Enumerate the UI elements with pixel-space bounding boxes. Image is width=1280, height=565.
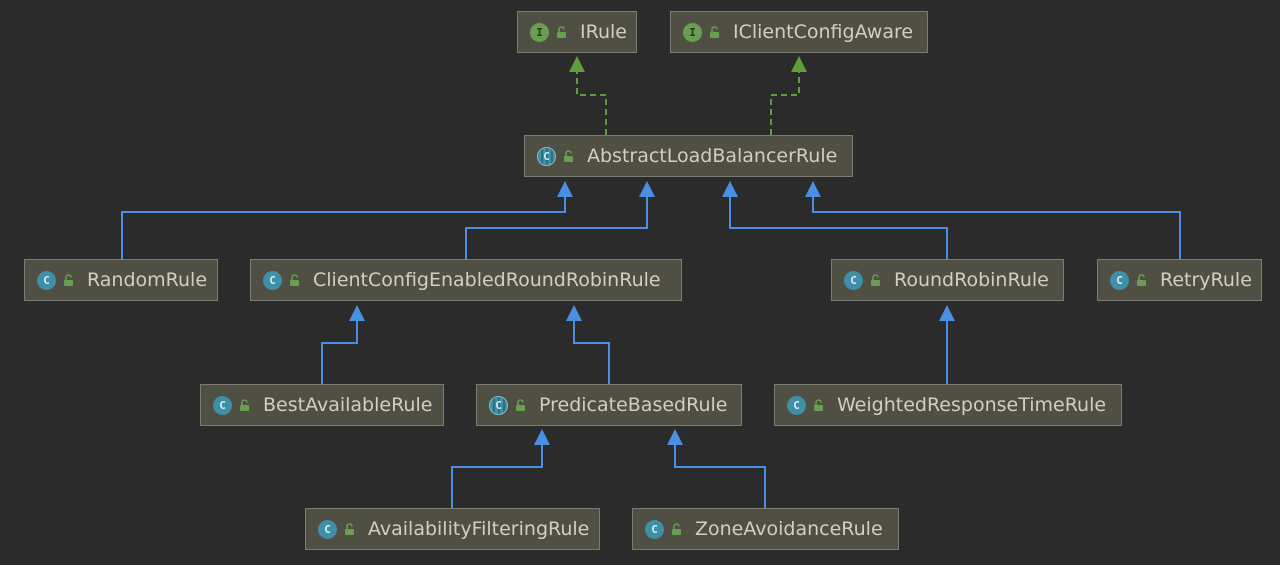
class-icon: C [645, 519, 664, 539]
public-visibility-icon [1135, 273, 1149, 287]
node-predicatebasedrule[interactable]: C PredicateBasedRule [476, 384, 742, 426]
node-roundrobinrule[interactable]: C RoundRobinRule [831, 259, 1064, 301]
arrowhead-abstractloadbalancerrule-to-irule [569, 56, 585, 72]
abstract-class-icon: C [489, 395, 508, 415]
node-label: PredicateBasedRule [539, 393, 728, 416]
edge-predicatebasedrule-to-clientconfigenabledroundrobinrule [573, 320, 610, 384]
edge-roundrobinrule-to-abstractloadbalancerrule [729, 195, 948, 259]
node-label: RoundRobinRule [894, 268, 1049, 291]
arrowhead-bestavailablerule-to-clientconfigenabledroundrobinrule [349, 305, 365, 321]
public-visibility-icon [555, 25, 569, 39]
node-abstractloadbalancerrule[interactable]: C AbstractLoadBalancerRule [524, 135, 853, 177]
node-label: AvailabilityFilteringRule [368, 517, 590, 540]
arrowhead-zoneavoidancerule-to-predicatebasedrule [667, 429, 683, 445]
node-label: IClientConfigAware [733, 20, 914, 43]
arrowhead-abstractloadbalancerrule-to-iclientconfigaware [791, 56, 807, 72]
public-visibility-icon [562, 149, 576, 163]
class-icon: C [213, 395, 232, 415]
edge-retryrule-to-abstractloadbalancerrule [812, 195, 1181, 259]
class-icon: C [1110, 270, 1129, 290]
node-label: AbstractLoadBalancerRule [587, 144, 838, 167]
node-irule[interactable]: I IRule [517, 11, 637, 53]
edge-abstractloadbalancerrule-to-iclientconfigaware [770, 70, 800, 135]
node-retryrule[interactable]: C RetryRule [1097, 259, 1262, 301]
node-iclientconfigaware[interactable]: I IClientConfigAware [670, 11, 928, 53]
edge-zoneavoidancerule-to-predicatebasedrule [674, 444, 766, 508]
node-label: IRule [580, 20, 627, 43]
edge-bestavailablerule-to-clientconfigenabledroundrobinrule [321, 320, 358, 384]
interface-icon: I [530, 22, 549, 42]
node-label: BestAvailableRule [263, 393, 433, 416]
public-visibility-icon [288, 273, 302, 287]
node-bestavailablerule[interactable]: C BestAvailableRule [200, 384, 444, 426]
interface-icon: I [683, 22, 702, 42]
public-visibility-icon [708, 25, 722, 39]
node-label: ClientConfigEnabledRoundRobinRule [313, 268, 661, 291]
arrowhead-clientconfigenabledroundrobinrule-to-abstractloadbalancerrule [639, 181, 655, 197]
arrowhead-randomrule-to-abstractloadbalancerrule [557, 181, 573, 197]
class-icon: C [844, 270, 863, 290]
public-visibility-icon [670, 522, 684, 536]
public-visibility-icon [238, 398, 252, 412]
edge-abstractloadbalancerrule-to-irule [576, 70, 607, 135]
arrowhead-availabilityfilteringrule-to-predicatebasedrule [534, 429, 550, 445]
class-icon: C [37, 270, 56, 290]
public-visibility-icon [869, 273, 883, 287]
arrowhead-weightedresponsetimerule-to-roundrobinrule [939, 305, 955, 321]
node-label: RandomRule [87, 268, 208, 291]
node-clientconfigenabledroundrobinrule[interactable]: C ClientConfigEnabledRoundRobinRule [250, 259, 682, 301]
public-visibility-icon [62, 273, 76, 287]
arrowhead-retryrule-to-abstractloadbalancerrule [805, 181, 821, 197]
node-availabilityfilteringrule[interactable]: C AvailabilityFilteringRule [305, 508, 600, 550]
arrowhead-predicatebasedrule-to-clientconfigenabledroundrobinrule [566, 305, 582, 321]
node-label: RetryRule [1160, 268, 1252, 291]
public-visibility-icon [343, 522, 357, 536]
public-visibility-icon [812, 398, 826, 412]
class-icon: C [318, 519, 337, 539]
node-label: WeightedResponseTimeRule [837, 393, 1107, 416]
public-visibility-icon [514, 398, 528, 412]
node-weightedresponsetimerule[interactable]: C WeightedResponseTimeRule [774, 384, 1122, 426]
node-zoneavoidancerule[interactable]: C ZoneAvoidanceRule [632, 508, 899, 550]
abstract-class-icon: C [537, 146, 556, 166]
edge-randomrule-to-abstractloadbalancerrule [121, 195, 566, 259]
edge-clientconfigenabledroundrobinrule-to-abstractloadbalancerrule [465, 195, 648, 259]
node-label: ZoneAvoidanceRule [695, 517, 883, 540]
class-icon: C [263, 270, 282, 290]
edge-availabilityfilteringrule-to-predicatebasedrule [451, 444, 543, 508]
node-randomrule[interactable]: C RandomRule [24, 259, 218, 301]
arrowhead-roundrobinrule-to-abstractloadbalancerrule [722, 181, 738, 197]
class-icon: C [787, 395, 806, 415]
